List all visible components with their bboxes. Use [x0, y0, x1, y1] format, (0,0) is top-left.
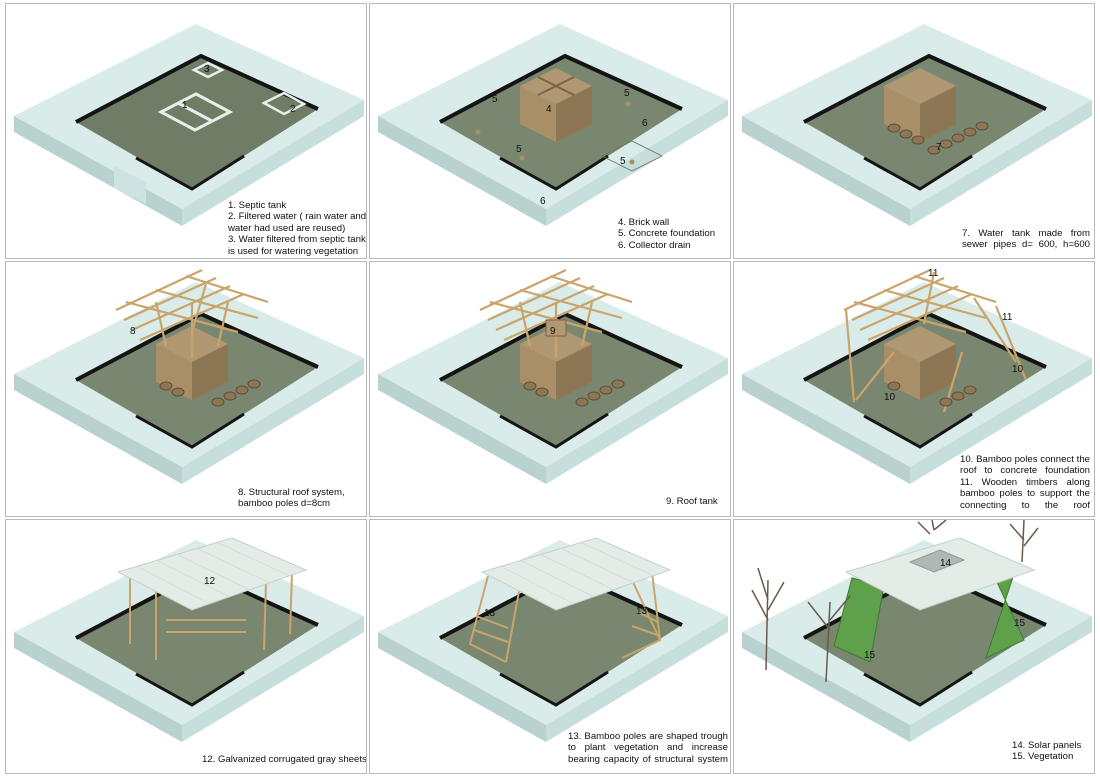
panel-5-roof-tank: 9 9. Roof tank: [369, 261, 731, 517]
site-model-7: 12: [14, 537, 364, 742]
label-num-15: 15: [1014, 618, 1026, 629]
panel-9-solar-vegetation: 14 15 15 14. Solar panels 15. Vegetation: [733, 519, 1095, 774]
label-num-5: 5: [516, 144, 522, 155]
caption-line: 5. Concrete foundation: [618, 228, 716, 240]
label-num-11: 11: [1002, 312, 1013, 323]
caption-line: 8. Structural roof system,: [238, 487, 345, 498]
caption-panel-8: 13. Bamboo poles are shaped trough to pl…: [568, 731, 728, 765]
caption-line: 7. Water tank made from: [962, 228, 1090, 239]
label-num-4: 4: [546, 104, 552, 115]
caption-line: 3. Water filtered from septic tank: [228, 234, 366, 246]
label-num-1: 1: [182, 100, 188, 111]
site-model-8: 13 13: [378, 537, 728, 742]
caption-panel-5: 9. Roof tank: [666, 496, 728, 507]
label-num-6: 6: [642, 118, 648, 129]
caption-line: 6. Collector drain: [618, 239, 691, 251]
label-num-5: 5: [620, 156, 626, 167]
caption-line: 12. Galvanized corrugated gray sheets: [202, 754, 367, 765]
label-num-9: 9: [550, 326, 556, 337]
caption-line: bearing capacity of structural system: [568, 753, 728, 765]
label-num-14: 14: [940, 558, 952, 569]
site-model-3: 7: [742, 24, 1092, 226]
label-num-11: 11: [928, 268, 939, 279]
caption-line: 11. Wooden timbers along: [960, 476, 1090, 488]
caption-line: sewer pipes d= 600, h=600: [962, 239, 1090, 251]
label-num-15: 15: [864, 650, 876, 661]
caption-line: 1. Septic tank: [228, 200, 287, 211]
panel-1-septic-tank: 1 2 3 1. Septic tank 2. Filtered water (…: [5, 3, 367, 259]
label-num-5: 5: [624, 88, 630, 99]
label-num-5: 5: [492, 94, 498, 105]
caption-line: bamboo poles d=8cm: [238, 498, 330, 510]
panel-8-bamboo-troughs: 13 13 13. Bamboo poles are shaped trough…: [369, 519, 731, 774]
label-num-2: 2: [290, 104, 296, 115]
caption-panel-2: 4. Brick wall 5. Concrete foundation 6. …: [618, 217, 728, 251]
label-num-13: 13: [636, 606, 648, 617]
site-model-1: 1 2 3: [14, 24, 364, 226]
label-num-12: 12: [204, 576, 216, 587]
panel-3-water-tank: 7 7. Water tank made from sewer pipes d=…: [733, 3, 1095, 259]
caption-line: 15. Vegetation: [1012, 751, 1074, 763]
caption-line: 9. Roof tank: [666, 496, 718, 507]
caption-line: 2. Filtered water ( rain water and: [228, 211, 367, 223]
label-num-13: 13: [484, 608, 496, 619]
caption-line: to plant vegetation and increase: [568, 742, 728, 754]
label-num-10: 10: [884, 392, 896, 403]
label-num-10: 10: [1012, 364, 1024, 375]
panel-7-roof-sheets: 12 12. Galvanized corrugated gray sheets: [5, 519, 367, 774]
caption-panel-7: 12. Galvanized corrugated gray sheets: [202, 754, 367, 765]
caption-line: 13. Bamboo poles are shaped trough: [568, 731, 728, 742]
panel-2-brick-wall: 4 5 5 5 5 6 6 4. Brick wall 5. Concrete …: [369, 3, 731, 259]
site-model-6: 11 11 10 10: [742, 268, 1092, 484]
caption-line: roof to concrete foundation: [960, 465, 1090, 477]
panel-4-roof-structure: 8 8. Structural roof system, bamboo pole…: [5, 261, 367, 517]
label-num-3: 3: [204, 64, 210, 75]
site-model-9: 14 15 15: [742, 520, 1092, 742]
site-model-2: 4 5 5 5 5 6 6: [378, 24, 728, 226]
caption-line: is used for watering vegetation: [228, 245, 359, 257]
caption-line: water had used are reused): [228, 222, 346, 234]
caption-line: bamboo poles to support the: [960, 488, 1090, 500]
label-num-7: 7: [936, 142, 942, 153]
panel-6-bamboo-connections: 11 11 10 10 10. Bamboo poles connect the…: [733, 261, 1095, 517]
caption-panel-1: 1. Septic tank 2. Filtered water ( rain …: [228, 200, 367, 257]
site-model-5: 9: [378, 269, 728, 484]
site-model-4: 8: [14, 269, 364, 484]
tree-icon: [751, 520, 1039, 683]
label-num-6: 6: [540, 196, 546, 207]
caption-panel-6: 10. Bamboo poles connect the roof to con…: [960, 454, 1090, 511]
caption-line: 10. Bamboo poles connect the: [960, 454, 1090, 465]
caption-panel-4: 8. Structural roof system, bamboo poles …: [238, 487, 364, 510]
caption-line: connecting to the roof: [960, 499, 1090, 511]
label-num-8: 8: [130, 326, 136, 337]
caption-line: 4. Brick wall: [618, 217, 670, 228]
caption-panel-3: 7. Water tank made from sewer pipes d= 6…: [962, 228, 1090, 251]
caption-line: 14. Solar panels: [1012, 740, 1082, 751]
caption-panel-9: 14. Solar panels 15. Vegetation: [1012, 740, 1092, 763]
